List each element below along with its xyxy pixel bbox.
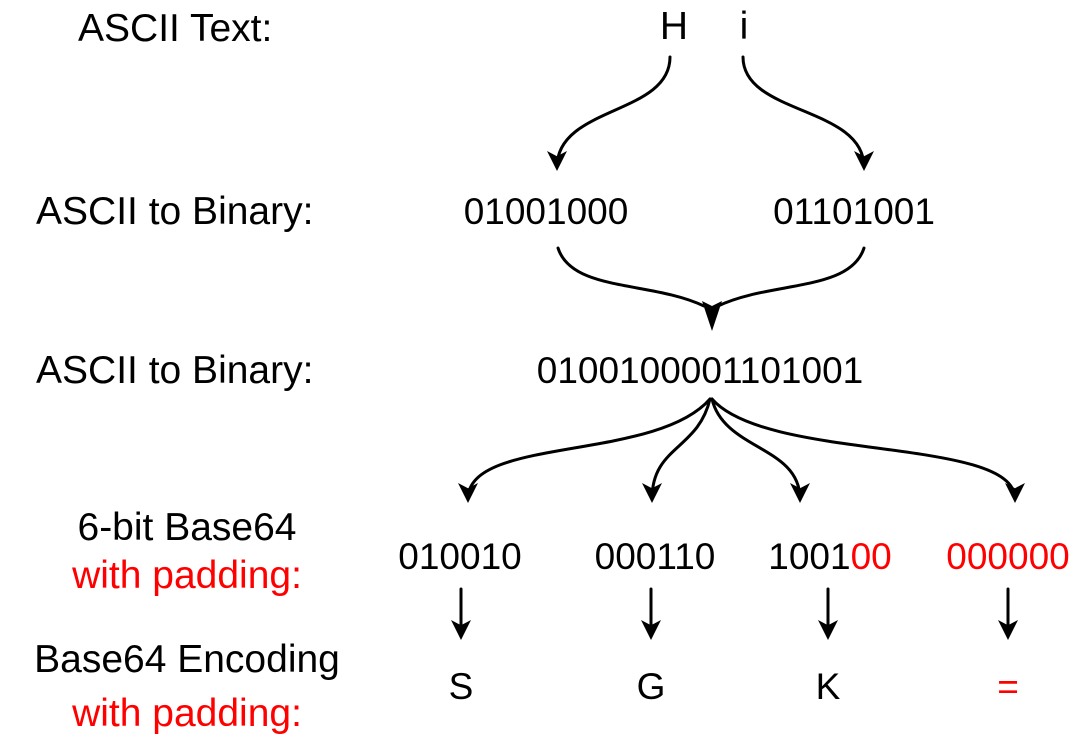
ascii-char-i: i xyxy=(739,5,749,48)
binary-byte-1: 01001000 xyxy=(463,191,629,232)
curved-arrow-i-to-byte2 xyxy=(741,55,874,171)
base64-bit-group-2: 000110 xyxy=(595,538,716,575)
base64-char-g: G xyxy=(636,666,666,707)
six-bit-base64-label: 6-bit Base64 xyxy=(77,506,297,549)
combined-binary-value: 0100100001101001 xyxy=(536,350,864,391)
bit-group-2-bits: 000110 xyxy=(594,536,716,577)
base64-char-k: K xyxy=(815,666,841,707)
ascii-char-h: H xyxy=(659,5,689,48)
fanout-arrow-group2 xyxy=(642,397,712,503)
six-bit-with-padding-label: with padding: xyxy=(72,554,302,597)
converge-arrowhead xyxy=(702,301,722,331)
bit-group-4-padding-bits: 000000 xyxy=(946,536,1070,577)
binary-byte-2: 01101001 xyxy=(773,191,935,232)
base64-bit-group-4: 000000 xyxy=(946,538,1069,575)
fanout-arrow-group1 xyxy=(458,397,712,503)
base64-char-s: S xyxy=(448,666,474,707)
base64-encoding-label: Base64 Encoding xyxy=(34,638,340,681)
ascii-to-binary-label-2: ASCII to Binary: xyxy=(36,349,314,392)
converge-arrow-right xyxy=(716,246,866,308)
ascii-text-label: ASCII Text: xyxy=(78,7,273,50)
converge-arrow-left xyxy=(556,246,706,308)
fanout-arrow-group4 xyxy=(710,397,1025,503)
base64-padding-equals: = xyxy=(997,666,1019,707)
base64-bit-group-3: 100100 xyxy=(768,538,891,575)
base64-bit-group-1: 010010 xyxy=(398,538,521,575)
fanout-arrow-group3 xyxy=(710,397,810,503)
base64-with-padding-label: with padding: xyxy=(72,692,302,735)
bit-group-1-bits: 010010 xyxy=(398,536,522,577)
ascii-to-binary-label-1: ASCII to Binary: xyxy=(36,190,314,233)
bit-group-3-bits: 1001 xyxy=(768,536,851,577)
bit-group-3-padding-bits: 00 xyxy=(850,536,892,577)
curved-arrow-h-to-byte1 xyxy=(547,55,672,171)
